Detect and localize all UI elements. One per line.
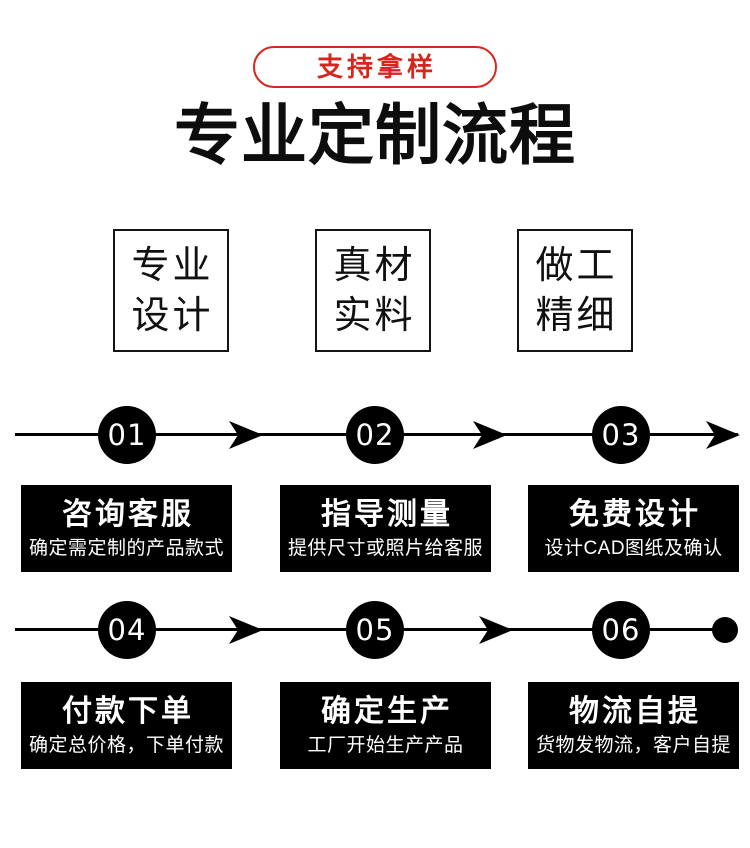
sample-support-badge: 支持拿样: [253, 46, 497, 88]
step-circle-02: 02: [346, 406, 404, 464]
step-card-consult: 咨询客服 确定需定制的产品款式: [21, 485, 232, 572]
step-number: 04: [107, 612, 147, 647]
feature-line: 精细: [535, 294, 618, 337]
arrow-right-icon: [473, 421, 507, 449]
step-card-production: 确定生产 工厂开始生产产品: [280, 682, 491, 769]
step-card-title: 指导测量: [321, 497, 453, 531]
step-card-logistics: 物流自提 货物发物流，客户自提: [528, 682, 739, 769]
step-card-title: 咨询客服: [62, 497, 194, 531]
step-card-free-design: 免费设计 设计CAD图纸及确认: [528, 485, 739, 572]
arrow-right-icon: [229, 421, 263, 449]
step-card-title: 确定生产: [321, 694, 453, 728]
arrow-right-icon: [479, 616, 513, 644]
badge-label: 支持拿样: [316, 52, 437, 82]
feature-line: 设计: [131, 294, 214, 337]
flow-end-dot: [712, 617, 738, 643]
step-card-title: 免费设计: [569, 497, 701, 531]
feature-box-real-materials: 真材 实料: [315, 229, 431, 352]
page-title: 专业定制流程: [174, 98, 576, 172]
step-card-desc: 确定总价格，下单付款: [28, 734, 224, 756]
feature-line: 真材: [333, 244, 416, 287]
feature-box-professional-design: 专业 设计: [113, 229, 229, 352]
arrow-right-icon: [229, 616, 263, 644]
step-card-desc: 工厂开始生产产品: [307, 734, 464, 756]
step-card-desc: 货物发物流，客户自提: [535, 734, 731, 756]
step-circle-04: 04: [98, 601, 156, 659]
step-circle-03: 03: [592, 406, 650, 464]
feature-line: 专业: [131, 244, 214, 287]
step-card-desc: 确定需定制的产品款式: [28, 537, 224, 559]
feature-line: 实料: [333, 294, 416, 337]
feature-line: 做工: [535, 244, 618, 287]
step-card-title: 付款下单: [62, 694, 194, 728]
step-number: 05: [355, 612, 395, 647]
step-card-desc: 设计CAD图纸及确认: [544, 537, 723, 559]
step-number: 06: [601, 612, 641, 647]
step-number: 01: [107, 417, 147, 452]
step-card-measure: 指导测量 提供尺寸或照片给客服: [280, 485, 491, 572]
step-card-desc: 提供尺寸或照片给客服: [287, 537, 483, 559]
step-card-payment: 付款下单 确定总价格，下单付款: [21, 682, 232, 769]
step-circle-05: 05: [346, 601, 404, 659]
step-card-title: 物流自提: [569, 694, 701, 728]
step-number: 02: [355, 417, 395, 452]
step-circle-06: 06: [592, 601, 650, 659]
feature-box-fine-workmanship: 做工 精细: [517, 229, 633, 352]
arrow-right-icon: [706, 421, 740, 449]
step-number: 03: [601, 417, 641, 452]
step-circle-01: 01: [98, 406, 156, 464]
